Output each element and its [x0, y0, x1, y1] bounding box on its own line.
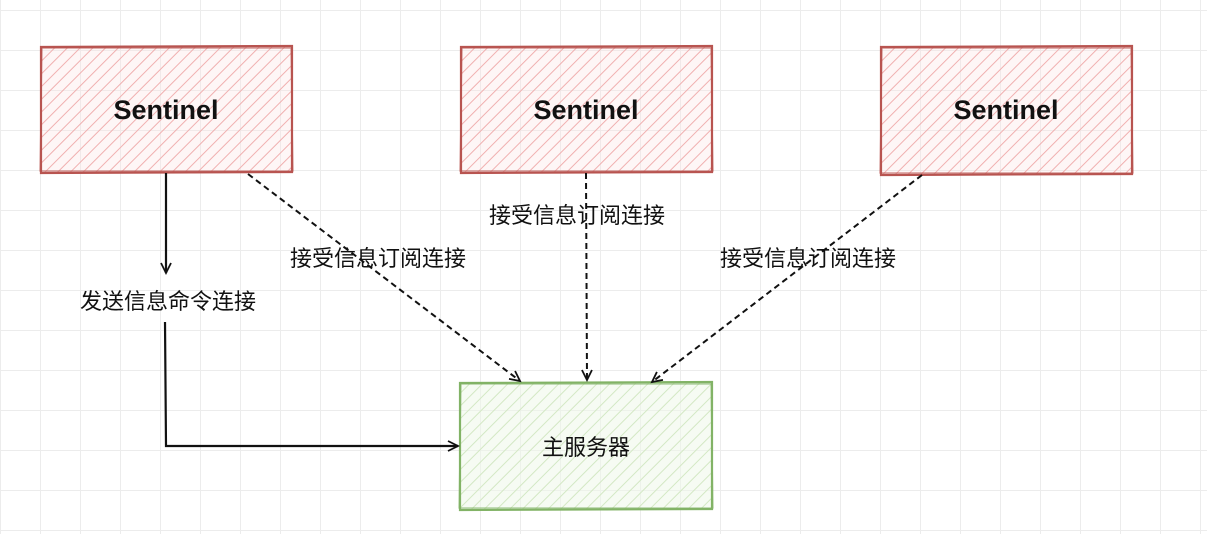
sentinel-3-label: Sentinel [953, 95, 1058, 125]
edge-subscribe-2-label: 接受信息订阅连接 [489, 204, 665, 229]
sentinel-node-2[interactable]: Sentinel [459, 44, 714, 175]
edge-subscribe-2[interactable]: 接受信息订阅连接 [489, 172, 665, 383]
edge-subscribe-1-label: 接受信息订阅连接 [290, 247, 466, 272]
edge-subscribe-1[interactable]: 接受信息订阅连接 [247, 173, 522, 383]
sentinel-1-label: Sentinel [113, 95, 218, 125]
master-server-node[interactable]: 主服务器 [458, 380, 714, 512]
sentinel-2-label: Sentinel [533, 95, 638, 125]
master-server-label: 主服务器 [542, 435, 630, 460]
sentinel-node-3[interactable]: Sentinel [879, 44, 1134, 177]
edge-send-command[interactable]: 发送信息命令连接 [80, 173, 461, 452]
edge-subscribe-3[interactable]: 接受信息订阅连接 [650, 174, 923, 384]
edge-send-command-label: 发送信息命令连接 [80, 290, 256, 315]
sentinel-node-1[interactable]: Sentinel [39, 44, 294, 175]
edge-subscribe-3-label: 接受信息订阅连接 [720, 247, 896, 272]
